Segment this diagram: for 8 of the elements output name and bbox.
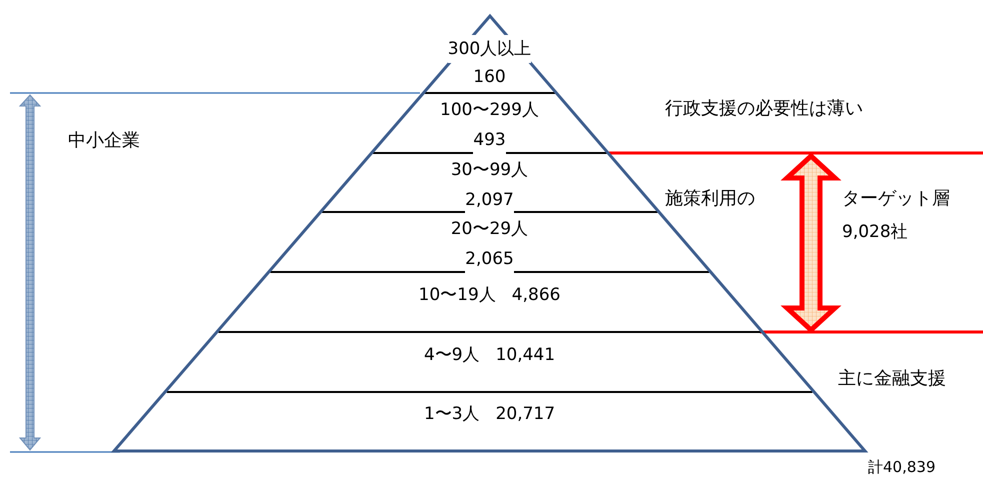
annotation-text: ターゲット層: [842, 188, 950, 210]
annotation-text: 主に金融支援: [838, 368, 946, 390]
annotation-text: 計40,839: [868, 458, 936, 476]
annotation-text: 中小企業: [68, 130, 140, 152]
annotation-text: 行政支援の必要性は薄い: [665, 98, 863, 120]
annotation-text: 施策利用の: [665, 188, 755, 210]
tier-label: 300人以上: [448, 35, 532, 63]
annotation-text: 9,028社: [842, 222, 908, 242]
